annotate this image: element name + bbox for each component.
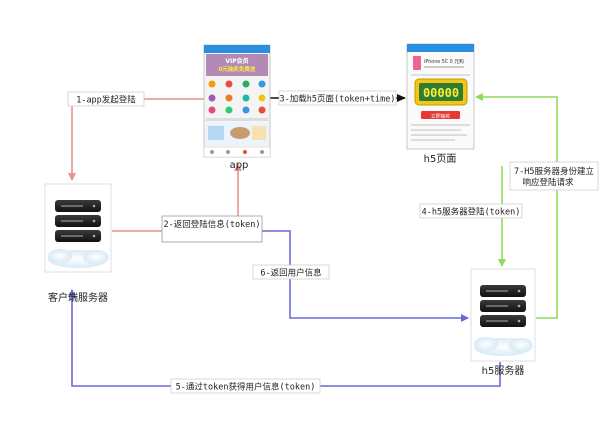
edge-7-label-line2: 响应登陆请求	[522, 177, 574, 188]
edge-3-label: 3-加载h5页面(token+time)	[280, 94, 396, 105]
edge-1-app-login	[68, 98, 205, 181]
edge-2-label-box: 2-返回登陆信息(token)	[161, 215, 263, 243]
edge-4-label: 4-h5服务器登陆(token)	[422, 207, 521, 218]
app-banner-line1: VIP会员	[225, 57, 248, 65]
edge-3-label-box: 3-加载h5页面(token+time)	[278, 90, 397, 106]
app-label: app	[230, 160, 249, 171]
client-server-label: 客户端服务器	[48, 291, 108, 304]
app-banner-line2: 0元抽奖免费送	[219, 65, 256, 73]
edge-1-label: 1-app发起登陆	[76, 95, 136, 106]
edge-5-label: 5-通过token获得用户信息(token)	[176, 382, 316, 393]
edge-6-label: 6-返回用户信息	[260, 268, 322, 279]
app-phone: VIP会员 0元抽奖免费送	[203, 44, 271, 158]
client-server-icon	[44, 183, 112, 273]
h5-counter: 00000	[423, 86, 459, 100]
edge-7-h5-identity	[475, 93, 558, 319]
edge-1-label-box: 1-app发起登陆	[67, 91, 145, 107]
edge-7-label-box: 7-H5服务器身份建立 响应登陆请求	[509, 161, 599, 191]
edge-5-get-user-info	[68, 289, 501, 387]
h5-phone: iPhone 5C 0 元购 00000 立即抽奖	[406, 43, 475, 150]
h5-page-label: h5页面	[424, 153, 457, 165]
edge-6-label-box: 6-返回用户信息	[252, 264, 330, 280]
h5-draw-button[interactable]	[421, 111, 460, 119]
h5-draw-button-label: 立即抽奖	[431, 112, 450, 119]
edge-2-label: 2-返回登陆信息(token)	[163, 219, 260, 230]
app-icon-grid	[208, 80, 266, 114]
h5-product: iPhone 5C 0 元购	[424, 58, 464, 65]
edge-7-label-line1: 7-H5服务器身份建立	[514, 166, 594, 177]
h5-server-icon	[470, 268, 536, 362]
h5-server-label: h5服务器	[482, 364, 525, 377]
edge-4-label-box: 4-h5服务器登陆(token)	[419, 203, 523, 219]
edge-5-label-box: 5-通过token获得用户信息(token)	[170, 378, 321, 394]
